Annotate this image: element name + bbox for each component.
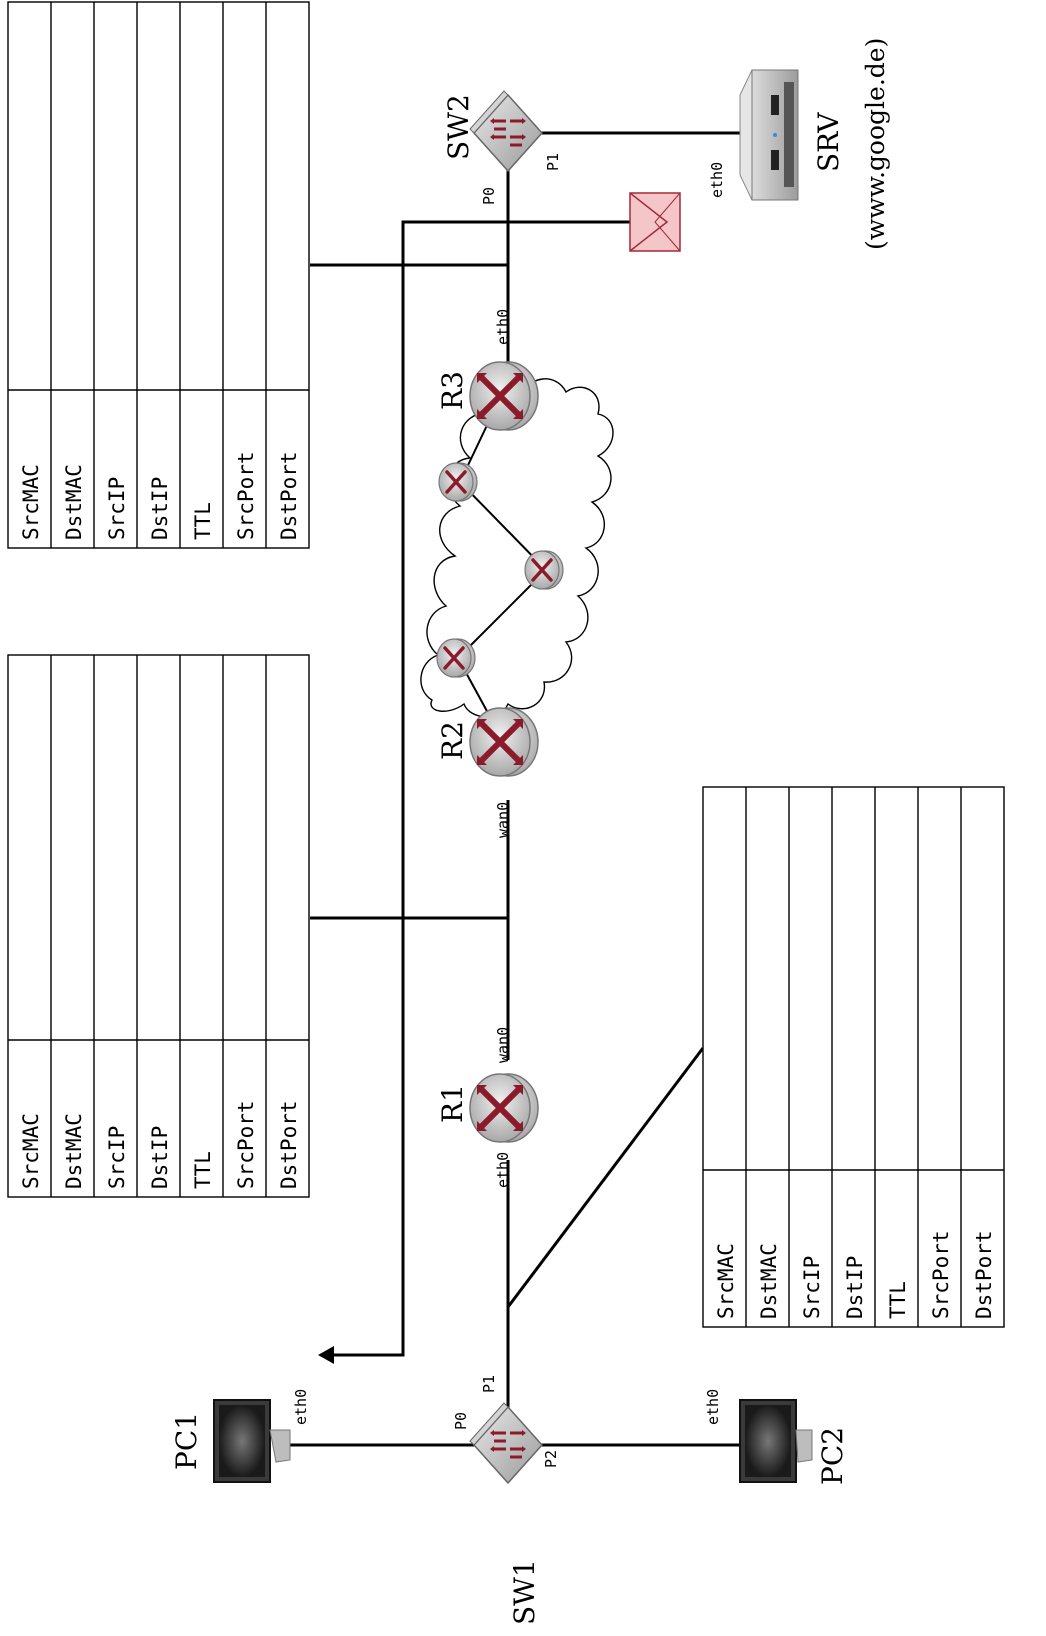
router-icon <box>523 549 565 591</box>
envelope-icon <box>629 192 681 252</box>
table-field-label: SrcPort <box>234 1100 258 1189</box>
switch-icon[interactable] <box>468 89 544 173</box>
router-icon[interactable] <box>470 708 538 776</box>
table-value-cell[interactable] <box>790 788 831 1169</box>
port-label-sw1-p1: P1 <box>480 1375 498 1393</box>
port-label-pc1-eth0: eth0 <box>292 1389 310 1425</box>
table-field-label: SrcPort <box>234 451 258 540</box>
table-connectors <box>310 263 705 1308</box>
table-value-cell[interactable] <box>224 3 265 389</box>
table-field-label: DstMAC <box>62 464 86 540</box>
port-label-r1-wan0: wan0 <box>494 1027 512 1063</box>
table-field-label: SrcMAC <box>19 464 43 540</box>
table-value-cell[interactable] <box>95 656 136 1039</box>
port-label-srv-eth0: eth0 <box>708 162 726 198</box>
device-label-r1: R1 <box>436 1084 469 1123</box>
table-value-cell[interactable] <box>962 788 1003 1169</box>
table-field-label: DstPort <box>277 451 301 540</box>
table-frame <box>702 786 1005 1328</box>
table-value-cell[interactable] <box>181 656 222 1039</box>
table-field-label: TTL <box>191 1151 215 1189</box>
port-label-sw2-p1: P1 <box>544 153 562 171</box>
table-bottom: SrcMAC DstMAC SrcIP DstIP TTL SrcPort DstPort <box>702 786 1005 1328</box>
port-label-r3-eth0: eth0 <box>494 309 512 345</box>
table-value-cell[interactable] <box>52 656 93 1039</box>
table-value-cell[interactable] <box>138 656 179 1039</box>
table-field-label: DstMAC <box>757 1243 781 1319</box>
table-top: SrcMAC DstMAC SrcIP DstIP TTL SrcPort DstPort <box>7 1 310 549</box>
port-label-sw1-p2: P2 <box>542 1450 560 1468</box>
table-frame <box>7 654 310 1198</box>
table-value-cell[interactable] <box>876 788 917 1169</box>
device-label-pc2: PC2 <box>816 1427 849 1485</box>
table-field-label: SrcIP <box>105 477 129 540</box>
switch-icon[interactable] <box>468 1401 544 1485</box>
router-icon[interactable] <box>470 362 538 430</box>
port-label-sw2-p0: P0 <box>480 187 498 205</box>
table-field-label: SrcMAC <box>19 1113 43 1189</box>
device-label-sw2: SW2 <box>442 94 475 160</box>
monitor-icon[interactable] <box>739 1399 813 1483</box>
table-value-cell[interactable] <box>224 656 265 1039</box>
table-field-label: DstPort <box>277 1100 301 1189</box>
table-value-cell[interactable] <box>267 3 308 389</box>
table-value-cell[interactable] <box>919 788 960 1169</box>
table-field-label: SrcIP <box>800 1256 824 1319</box>
table-value-cell[interactable] <box>747 788 788 1169</box>
port-label-pc2-eth0: eth0 <box>704 1389 722 1425</box>
device-label-sw1: SW1 <box>508 1559 541 1625</box>
server-icon[interactable] <box>739 69 799 201</box>
table-field-label: DstIP <box>148 477 172 540</box>
table-field-label: TTL <box>886 1281 910 1319</box>
port-label-sw1-p0: P0 <box>452 1412 470 1430</box>
table-field-label: SrcIP <box>105 1126 129 1189</box>
port-label-r1-eth0: eth0 <box>494 1152 512 1188</box>
table-middle: SrcMAC DstMAC SrcIP DstIP TTL SrcPort DstPort <box>7 654 310 1198</box>
table-value-cell[interactable] <box>9 656 50 1039</box>
table-frame <box>7 1 310 549</box>
cloud-icon <box>420 378 614 718</box>
table-value-cell[interactable] <box>9 3 50 389</box>
device-label-r2: R2 <box>436 721 469 760</box>
table-value-cell[interactable] <box>52 3 93 389</box>
port-label-r2-wan0: wan0 <box>494 802 512 838</box>
router-icon <box>437 461 479 503</box>
device-label-pc1: PC1 <box>170 1412 203 1470</box>
table-field-label: SrcMAC <box>714 1243 738 1319</box>
table-value-cell[interactable] <box>833 788 874 1169</box>
monitor-icon[interactable] <box>213 1399 291 1483</box>
table-value-cell[interactable] <box>704 788 745 1169</box>
table-field-label: DstIP <box>148 1126 172 1189</box>
table-field-label: DstIP <box>843 1256 867 1319</box>
router-icon[interactable] <box>470 1074 538 1142</box>
table-field-label: TTL <box>191 502 215 540</box>
table-field-label: DstMAC <box>62 1113 86 1189</box>
device-label-srv: SRV <box>812 112 845 172</box>
table-value-cell[interactable] <box>267 656 308 1039</box>
router-icon <box>435 637 477 679</box>
device-label-r3: R3 <box>436 371 469 410</box>
table-value-cell[interactable] <box>181 3 222 389</box>
device-label-srv-subtitle: (www.google.de) <box>861 38 890 250</box>
table-field-label: SrcPort <box>929 1230 953 1319</box>
table-value-cell[interactable] <box>95 3 136 389</box>
table-field-label: DstPort <box>972 1230 996 1319</box>
table-value-cell[interactable] <box>138 3 179 389</box>
